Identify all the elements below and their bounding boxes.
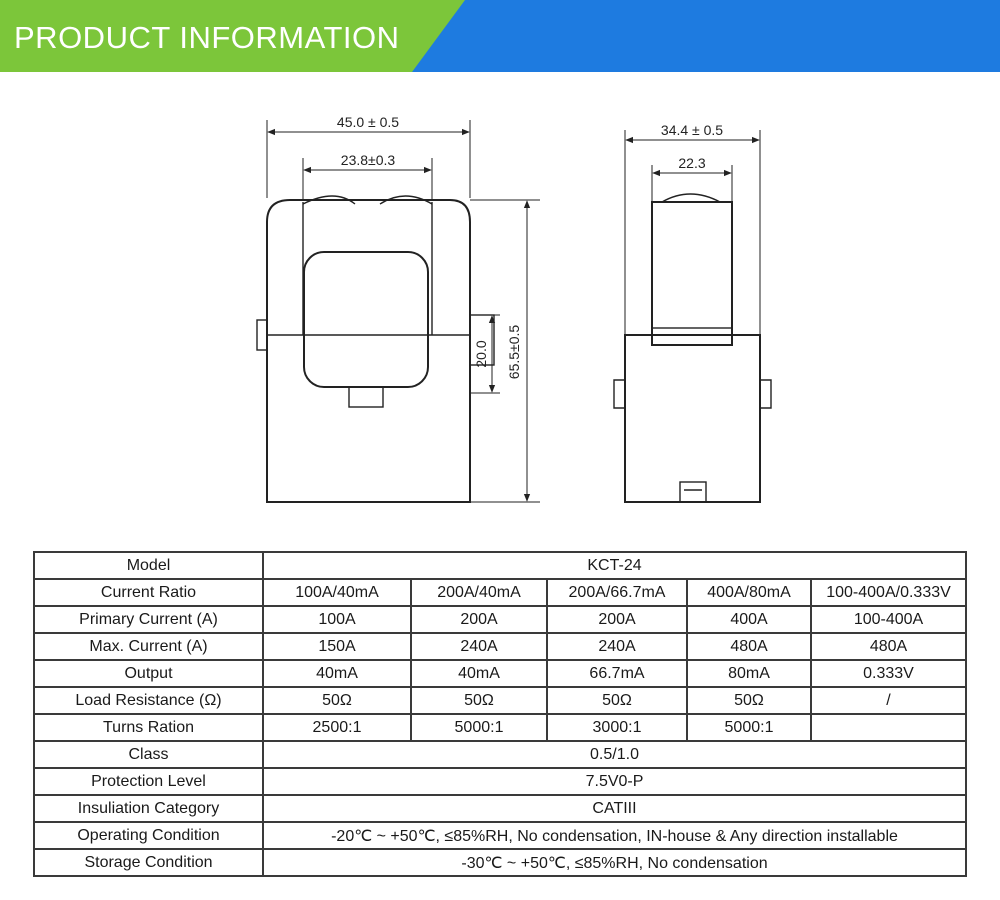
side-inner-width-label: 22.3 bbox=[678, 155, 705, 171]
table-cell: KCT-24 bbox=[261, 551, 968, 580]
table-cell: 400A/80mA bbox=[686, 578, 812, 607]
table-cell: 200A bbox=[546, 605, 688, 634]
table-cell: 5000:1 bbox=[686, 713, 812, 742]
front-opening-height-label: 20.0 bbox=[473, 340, 489, 367]
table-cell: 50Ω bbox=[262, 686, 412, 715]
banner-title: PRODUCT INFORMATION bbox=[14, 20, 400, 55]
front-view bbox=[256, 195, 495, 503]
side-width-label: 34.4 ± 0.5 bbox=[661, 122, 723, 138]
row-label: Protection Level bbox=[33, 767, 264, 796]
header-banner: PRODUCT INFORMATION bbox=[0, 0, 1000, 78]
side-dimensions bbox=[624, 130, 761, 335]
table-cell: 240A bbox=[546, 632, 688, 661]
row-label: Model bbox=[33, 551, 264, 580]
table-cell: 80mA bbox=[686, 659, 812, 688]
table-cell: 100A/40mA bbox=[262, 578, 412, 607]
table-cell: 40mA bbox=[410, 659, 548, 688]
table-cell: 66.7mA bbox=[546, 659, 688, 688]
table-cell: 50Ω bbox=[686, 686, 812, 715]
table-cell: 480A bbox=[686, 632, 812, 661]
table-cell: 200A/66.7mA bbox=[546, 578, 688, 607]
table-cell: 100A bbox=[262, 605, 412, 634]
table-cell: 0.333V bbox=[809, 659, 968, 688]
front-height-label: 65.5±0.5 bbox=[506, 325, 522, 380]
dimension-drawing: 45.0 ± 0.5 23.8±0.3 65.5±0.5 20.0 34.4 ±… bbox=[256, 114, 772, 503]
row-label: Turns Ration bbox=[33, 713, 264, 742]
table-cell: / bbox=[809, 686, 968, 715]
table-cell: 200A bbox=[410, 605, 548, 634]
table-row: Operating Condition-20℃ ~ +50℃, ≤85%RH, … bbox=[33, 821, 968, 850]
row-label: Load Resistance (Ω) bbox=[33, 686, 264, 715]
front-opening-width-label: 23.8±0.3 bbox=[341, 152, 396, 168]
table-cell: 2500:1 bbox=[262, 713, 412, 742]
table-cell: 200A/40mA bbox=[410, 578, 548, 607]
row-label: Primary Current (A) bbox=[33, 605, 264, 634]
table-row: Storage Condition-30℃ ~ +50℃, ≤85%RH, No… bbox=[33, 848, 968, 877]
row-label: Storage Condition bbox=[33, 848, 264, 877]
row-label: Current Ratio bbox=[33, 578, 264, 607]
table-cell: 150A bbox=[262, 632, 412, 661]
table-cell: 480A bbox=[809, 632, 968, 661]
table-cell: -20℃ ~ +50℃, ≤85%RH, No condensation, IN… bbox=[261, 821, 968, 850]
table-cell: CATIII bbox=[261, 794, 968, 823]
table-cell: 100-400A/0.333V bbox=[809, 578, 968, 607]
front-width-label: 45.0 ± 0.5 bbox=[337, 114, 399, 130]
row-label: Max. Current (A) bbox=[33, 632, 264, 661]
row-label: Insuliation Category bbox=[33, 794, 264, 823]
table-cell: 50Ω bbox=[410, 686, 548, 715]
table-cell: 50Ω bbox=[546, 686, 688, 715]
row-label: Class bbox=[33, 740, 264, 769]
table-cell: 3000:1 bbox=[546, 713, 688, 742]
table-cell: 400A bbox=[686, 605, 812, 634]
table-cell: -30℃ ~ +50℃, ≤85%RH, No condensation bbox=[261, 848, 968, 877]
table-cell: 5000:1 bbox=[410, 713, 548, 742]
row-label: Output bbox=[33, 659, 264, 688]
side-view bbox=[613, 193, 772, 503]
table-cell: 100-400A bbox=[809, 605, 968, 634]
table-cell: 7.5V0-P bbox=[261, 767, 968, 796]
table-cell: 0.5/1.0 bbox=[261, 740, 968, 769]
front-dimensions bbox=[266, 120, 540, 503]
table-cell bbox=[809, 713, 968, 742]
banner-background bbox=[0, 0, 1000, 72]
table-cell: 40mA bbox=[262, 659, 412, 688]
row-label: Operating Condition bbox=[33, 821, 264, 850]
table-cell: 240A bbox=[410, 632, 548, 661]
